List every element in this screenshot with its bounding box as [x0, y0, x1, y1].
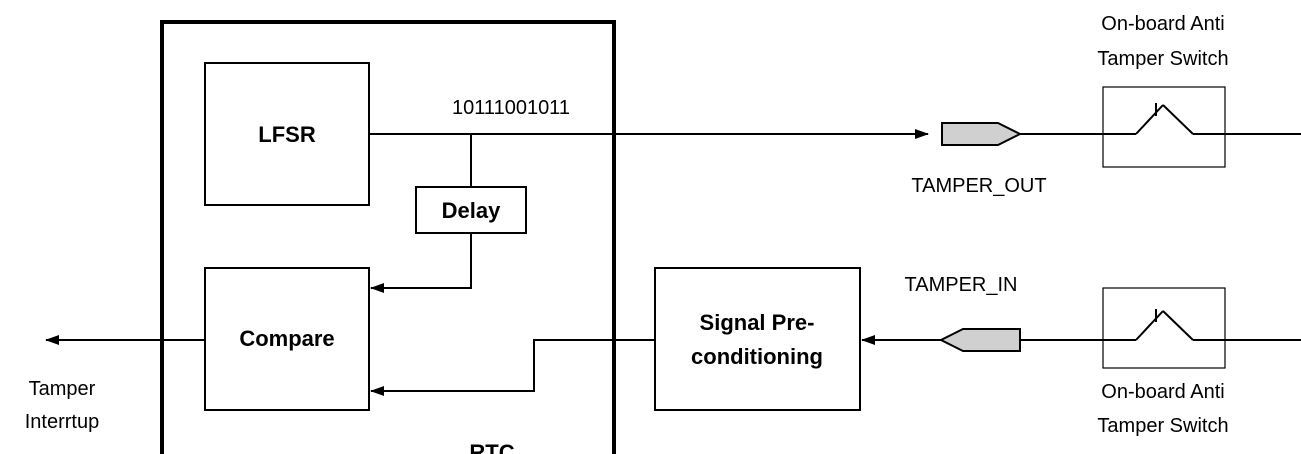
bottom-switch-label-line1: On-board Anti [1101, 381, 1224, 403]
lfsr-label: LFSR [258, 122, 316, 147]
rtc-block: RTC [160, 20, 616, 454]
delay-label: Delay [442, 198, 501, 223]
bottom-anti-tamper-switch [1102, 287, 1226, 369]
top-switch-label-line2: Tamper Switch [1097, 48, 1228, 70]
signal-preconditioning-block: Signal Pre- conditioning [654, 267, 861, 411]
lfsr-block: LFSR [204, 62, 370, 206]
tamper-interrupt-label-line1: Tamper [29, 378, 96, 400]
top-switch-label-line1: On-board Anti [1101, 13, 1224, 35]
signal-preconditioning-label-line2: conditioning [691, 344, 823, 369]
delay-block: Delay [415, 186, 527, 234]
bit-pattern-label: 10111001011 [452, 97, 570, 119]
signal-preconditioning-label-line1: Signal Pre- [700, 310, 815, 335]
top-anti-tamper-switch [1102, 86, 1226, 168]
tamper-in-label: TAMPER_IN [905, 274, 1018, 296]
tamper-out-pad [941, 122, 1023, 146]
rtc-label: RTC [469, 440, 514, 454]
tamper-in-pad [938, 328, 1021, 352]
bottom-switch-label-line2: Tamper Switch [1097, 415, 1228, 437]
tamper-out-label: TAMPER_OUT [911, 175, 1046, 197]
tamper-interrupt-label-line2: Interrtup [25, 411, 99, 433]
compare-block: Compare [204, 267, 370, 411]
compare-label: Compare [239, 326, 334, 351]
delay-to-compare-line [370, 233, 472, 293]
precond-to-compare-line [370, 339, 655, 396]
